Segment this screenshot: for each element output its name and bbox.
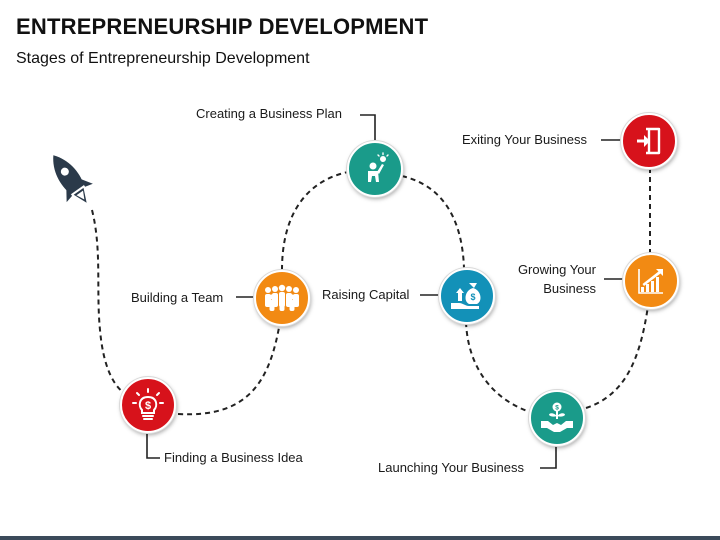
stage-finding-business-idea-node: $ [120, 377, 176, 433]
stage-label-finding-business-idea: Finding a Business Idea [164, 450, 303, 465]
stage-exiting-business-node [621, 113, 677, 169]
team-icon [265, 284, 299, 311]
rocket-icon [40, 144, 100, 214]
stage-raising-capital-node: $ [439, 268, 495, 324]
exit-door-icon [637, 127, 661, 155]
money-bag-hand-icon: $ [451, 283, 481, 309]
svg-text:$: $ [145, 400, 151, 412]
page-title: ENTREPRENEURSHIP DEVELOPMENT [16, 14, 429, 39]
svg-text:$: $ [555, 405, 559, 412]
stage-label-building-team: Building a Team [131, 290, 224, 305]
stage-label-creating-business-plan: Creating a Business Plan [196, 106, 342, 121]
page-subtitle: Stages of Entrepreneurship Development [16, 50, 310, 67]
bottom-border [0, 536, 720, 540]
stage-label-launching-business: Launching Your Business [378, 460, 525, 475]
idea-person-icon [368, 152, 389, 182]
stage-creating-business-plan-node [347, 141, 403, 197]
lightbulb-dollar-icon: $ [132, 388, 164, 420]
svg-text:$: $ [470, 292, 475, 302]
stage-label-exiting-business: Exiting Your Business [462, 132, 588, 147]
growth-chart-icon [638, 269, 663, 294]
stage-growing-business-node [623, 253, 679, 309]
handshake-plant-icon: $ [541, 402, 573, 432]
stage-label-raising-capital: Raising Capital [322, 287, 410, 302]
stage-label-growing-business: Growing Your Business [517, 262, 596, 296]
stage-building-team-node [254, 270, 310, 326]
stage-launching-business-node: $ [529, 390, 585, 446]
